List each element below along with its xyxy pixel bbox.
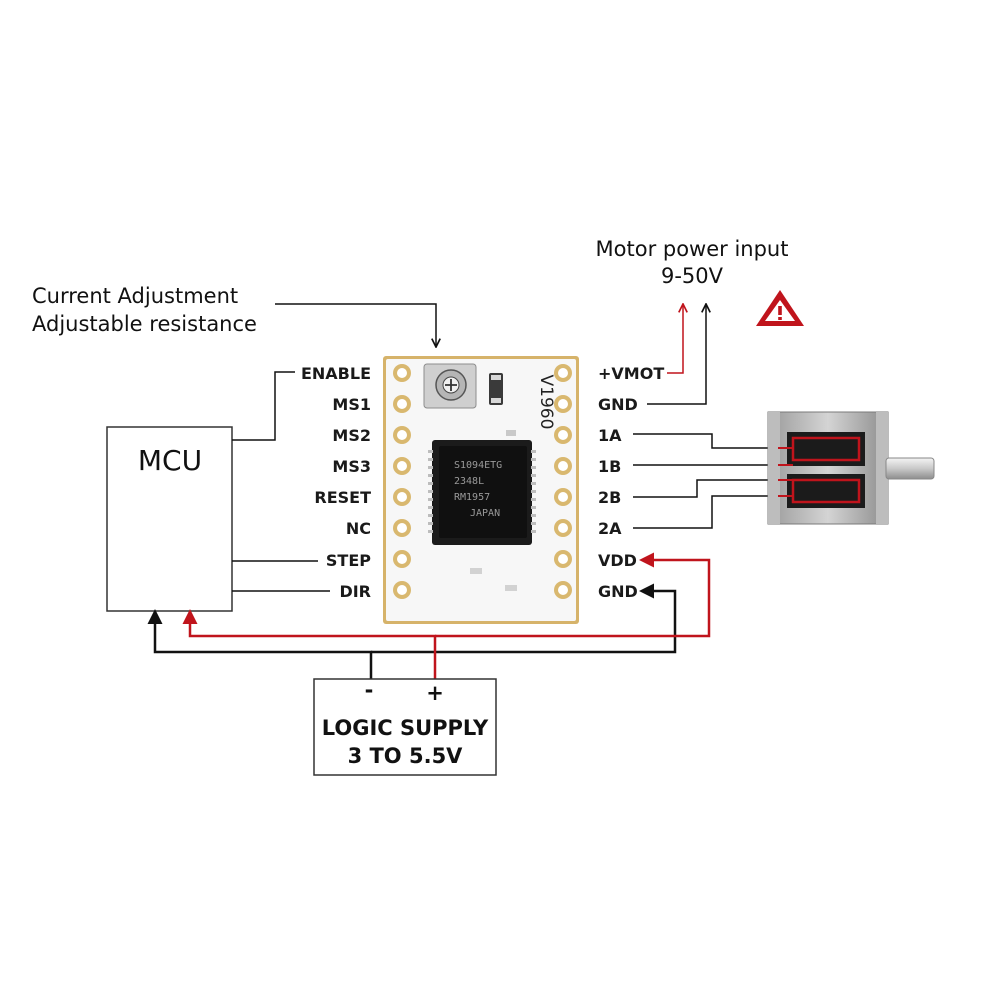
pin-gnd-motor-label: GND <box>598 395 638 414</box>
smd-cap <box>506 430 516 436</box>
pin-ms3-label: MS3 <box>332 457 371 476</box>
pin-step-label: STEP <box>326 551 371 570</box>
left-pin-holes <box>393 364 411 599</box>
motor-voltage-label: 9-50V <box>661 264 724 288</box>
left-pin-labels: ENABLE MS1 MS2 MS3 RESET NC STEP DIR <box>301 364 371 601</box>
driver-board: V1960 S1094ETG 2348L RM1957 J <box>383 356 579 624</box>
enable-wire <box>232 371 295 441</box>
driver-vdd-wire <box>435 552 711 638</box>
smd-resistor <box>489 373 503 405</box>
right-pin-holes <box>554 364 572 599</box>
driver-chip: S1094ETG 2348L RM1957 JAPAN <box>428 440 536 545</box>
current-adjust-pointer <box>275 303 436 346</box>
pin-vmot-label: +VMOT <box>598 364 664 383</box>
mcu-vdd-wire <box>182 609 437 680</box>
smd-cap <box>470 568 482 574</box>
smd-cap <box>505 585 517 591</box>
pin-vdd-label: VDD <box>598 551 637 570</box>
current-adjustment-label: Current Adjustment <box>32 284 238 308</box>
logic-supply-box <box>313 678 497 776</box>
coil-2a-wire <box>633 495 778 529</box>
chip-marking-line1: S1094ETG <box>454 460 502 471</box>
pin-enable-label: ENABLE <box>301 364 371 383</box>
right-pin-labels: +VMOT GND 1A 1B 2B 2A VDD GND <box>598 364 664 601</box>
mcu-box <box>106 426 233 612</box>
warning-icon <box>756 290 804 326</box>
pin-gnd-logic-label: GND <box>598 582 638 601</box>
chip-marking-line4: JAPAN <box>470 508 500 519</box>
supply-minus-label: - <box>365 678 374 702</box>
pin-1a-label: 1A <box>598 426 622 445</box>
supply-plus-label: + <box>426 681 444 705</box>
coil-1a-wire <box>633 433 778 449</box>
board-model-label: V1960 <box>536 375 556 430</box>
pin-dir-label: DIR <box>339 582 371 601</box>
pin-2b-label: 2B <box>598 488 621 507</box>
mcu-gnd-wire <box>147 609 373 680</box>
pin-ms1-label: MS1 <box>332 395 371 414</box>
coil-2b-wire <box>633 479 778 498</box>
stepper-motor-icon <box>767 411 935 525</box>
motor-gnd-wire <box>647 305 706 405</box>
pin-1b-label: 1B <box>598 457 621 476</box>
pin-2a-label: 2A <box>598 519 622 538</box>
chip-marking-line3: RM1957 <box>454 492 490 503</box>
pin-reset-label: RESET <box>314 488 371 507</box>
motor-power-label: Motor power input <box>596 237 789 261</box>
pin-nc-label: NC <box>346 519 371 538</box>
pin-ms2-label: MS2 <box>332 426 371 445</box>
driver-gnd-wire <box>371 583 677 654</box>
logic-supply-title: LOGIC SUPPLY <box>322 716 489 740</box>
logic-supply-voltage: 3 TO 5.5V <box>348 744 464 768</box>
vmot-power-wire <box>667 305 683 374</box>
trimmer-potentiometer-icon <box>423 363 477 409</box>
mcu-label: MCU <box>138 444 202 477</box>
adjustable-resistance-label: Adjustable resistance <box>32 312 257 336</box>
chip-marking-line2: 2348L <box>454 476 484 487</box>
